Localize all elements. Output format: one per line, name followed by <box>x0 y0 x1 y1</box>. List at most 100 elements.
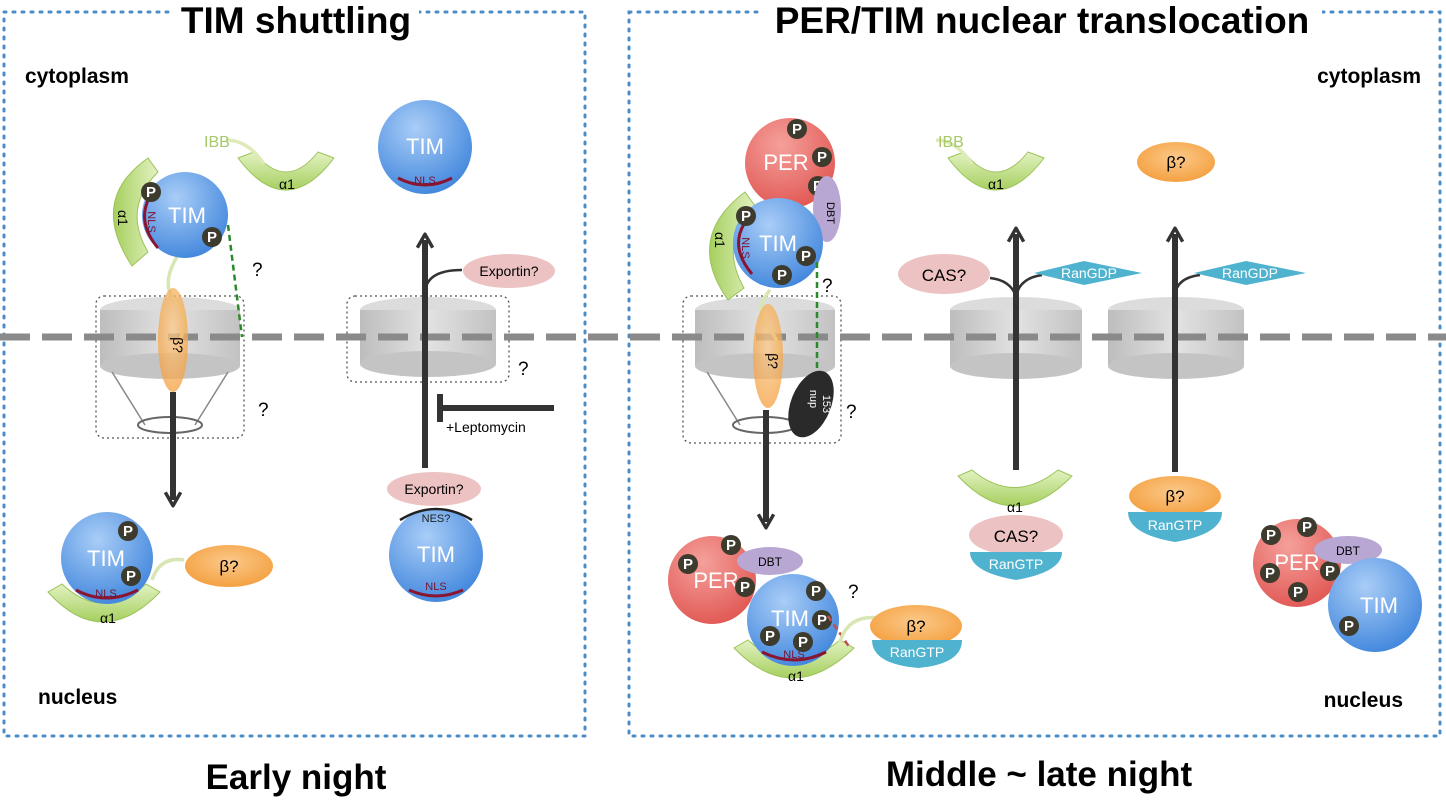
svg-text:TIM: TIM <box>168 203 206 228</box>
right-panel-title: PER/TIM nuclear translocation <box>775 0 1310 41</box>
phospho-p: P <box>796 246 816 266</box>
rangdp-cas: RanGDP <box>1034 261 1142 285</box>
phospho-p: P <box>202 227 222 247</box>
phospho-p: P <box>1261 525 1281 545</box>
tim-release-interaction <box>826 615 852 649</box>
svg-text:β?: β? <box>1166 153 1185 172</box>
tim-protein-right-cytoplasm: TIM NLS <box>733 198 823 288</box>
svg-text:NES?: NES? <box>422 513 451 525</box>
nucleus-label-right: nucleus <box>1324 689 1403 712</box>
svg-text:TIM: TIM <box>1360 593 1398 618</box>
svg-text:β?: β? <box>219 557 238 576</box>
svg-text:P: P <box>798 634 808 651</box>
nucleus-label-left: nucleus <box>38 686 117 709</box>
svg-text:RanGDP: RanGDP <box>1222 265 1278 281</box>
phospho-p: P <box>736 206 756 226</box>
importin-alpha1-nuclear: α1 <box>47 583 161 626</box>
svg-text:+Leptomycin: +Leptomycin <box>446 419 526 435</box>
svg-text:P: P <box>740 579 750 596</box>
svg-text:Exportin?: Exportin? <box>404 481 463 497</box>
svg-text:P: P <box>683 556 693 573</box>
question-mark: ? <box>252 260 263 281</box>
svg-text:P: P <box>817 612 827 629</box>
left-footer: Early night <box>206 758 387 797</box>
svg-text:P: P <box>811 583 821 600</box>
svg-text:P: P <box>1325 563 1335 580</box>
importin-beta-ran-complex: β? <box>1129 476 1221 516</box>
svg-text:α1: α1 <box>788 668 804 684</box>
importin-alpha1-cas-complex: α1 <box>957 469 1073 515</box>
tim-pore-interaction <box>226 224 244 338</box>
svg-text:TIM: TIM <box>406 134 444 159</box>
svg-text:α1: α1 <box>712 232 728 248</box>
svg-text:P: P <box>792 121 802 138</box>
tim-protein-nuclear: TIM NLS <box>61 512 153 604</box>
svg-text:P: P <box>801 248 811 265</box>
svg-text:β?: β? <box>1165 487 1184 506</box>
question-mark: ? <box>846 402 857 423</box>
svg-text:P: P <box>123 523 133 540</box>
ibb-label-left: IBB <box>204 134 230 151</box>
svg-text:P: P <box>765 628 775 645</box>
question-mark: ? <box>848 582 859 603</box>
svg-text:P: P <box>1266 527 1276 544</box>
importin-alpha1-free-right: IBB α1 <box>935 134 1045 192</box>
svg-text:β?: β? <box>906 617 925 636</box>
svg-text:NLS: NLS <box>414 175 435 187</box>
svg-text:β?: β? <box>765 353 781 369</box>
svg-text:P: P <box>207 229 217 246</box>
phospho-p: P <box>721 535 741 555</box>
svg-text:P: P <box>741 208 751 225</box>
svg-text:DBT: DBT <box>1336 544 1361 558</box>
phospho-p: P <box>812 610 832 630</box>
phospho-p: P <box>760 626 780 646</box>
phospho-p: P <box>678 554 698 574</box>
cas-top: CAS? <box>898 254 990 294</box>
question-mark: ? <box>822 276 833 297</box>
phospho-p: P <box>1339 616 1359 636</box>
svg-text:α1: α1 <box>1007 499 1023 515</box>
phospho-p: P <box>806 581 826 601</box>
phospho-p: P <box>141 182 161 202</box>
dbt-kinase-nuclear-complex: DBT <box>737 547 803 575</box>
svg-text:Exportin?: Exportin? <box>479 263 538 279</box>
exportin-top: Exportin? <box>463 254 555 288</box>
phospho-p: P <box>812 147 832 167</box>
exportin-bottom: Exportin? <box>387 472 481 506</box>
svg-text:α1: α1 <box>115 210 131 226</box>
svg-text:RanGTP: RanGTP <box>890 644 944 660</box>
svg-text:nup: nup <box>807 390 819 408</box>
svg-text:CAS?: CAS? <box>994 527 1038 546</box>
svg-text:TIM: TIM <box>771 606 809 631</box>
rangtp-beta-complex: RanGTP <box>1128 512 1222 542</box>
left-panel-title: TIM shuttling <box>181 0 411 41</box>
svg-text:P: P <box>126 568 136 585</box>
svg-text:P: P <box>146 184 156 201</box>
question-mark: ? <box>258 400 269 421</box>
svg-text:153: 153 <box>820 395 832 413</box>
importin-beta-nuclear-right: β? <box>870 605 962 647</box>
svg-text:DBT: DBT <box>824 202 836 224</box>
svg-text:NLS: NLS <box>425 581 446 593</box>
rangdp-beta: RanGDP <box>1194 261 1306 285</box>
phospho-p: P <box>1320 561 1340 581</box>
cytoplasm-label-left: cytoplasm <box>25 65 129 88</box>
svg-text:RanGTP: RanGTP <box>1148 517 1202 533</box>
svg-text:TIM: TIM <box>417 542 455 567</box>
svg-text:P: P <box>777 267 787 284</box>
phospho-p: P <box>1297 517 1317 537</box>
svg-text:TIM: TIM <box>87 546 125 571</box>
tim-protein-free-nuclear: TIM <box>1328 558 1422 652</box>
nup153: nup 153 <box>788 370 834 438</box>
importin-beta-free-cytoplasm: β? <box>1137 142 1215 182</box>
cas-bottom: CAS? <box>969 515 1063 555</box>
svg-text:PER: PER <box>1274 550 1319 575</box>
svg-text:β?: β? <box>170 337 186 353</box>
svg-text:α1: α1 <box>988 176 1004 192</box>
importin-beta-in-pore-left: β? <box>158 288 188 392</box>
tim-protein-exported: TIM NLS <box>378 100 472 194</box>
svg-text:TIM: TIM <box>759 231 797 256</box>
dbt-kinase-free-nuclear: DBT <box>1314 536 1382 564</box>
rangtp-nuclear-complex: RanGTP <box>872 640 962 668</box>
